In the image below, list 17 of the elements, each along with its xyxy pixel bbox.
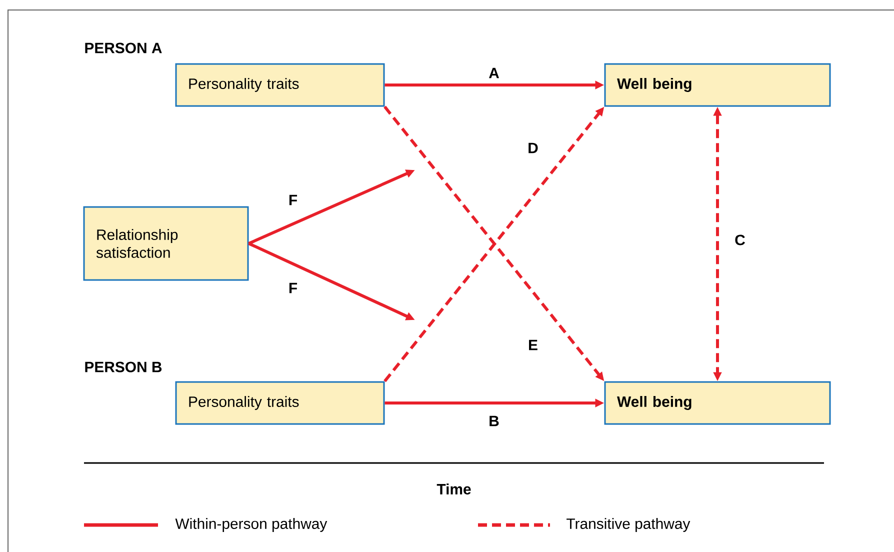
edge-label: B — [490, 416, 499, 426]
edge-label: D — [528, 142, 538, 154]
legend-text: Transitive pathway — [566, 518, 690, 532]
person-heading: PERSON B — [85, 362, 162, 372]
text-box: Relationship satisfaction — [83, 206, 249, 281]
axis-label: Time — [436, 484, 471, 494]
legend-text: Within-person pathway — [175, 518, 328, 532]
text-box: Personality traits — [175, 63, 385, 107]
text-box: Personality traits — [175, 381, 385, 425]
person-heading: PERSON A — [85, 42, 162, 54]
edge-label: F — [289, 194, 298, 206]
text-box: Well being — [604, 381, 831, 425]
edge-label: F — [289, 282, 298, 294]
edge-label: E — [529, 340, 538, 350]
edge-label: A — [488, 68, 499, 78]
edge-label: C — [735, 234, 745, 246]
text-box: Well being — [604, 63, 831, 107]
